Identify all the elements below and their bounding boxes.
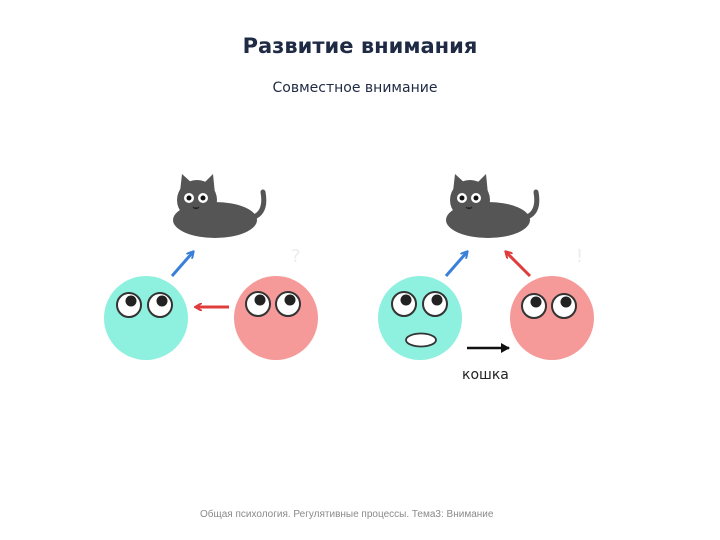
slide-footer: Общая психология. Регулятивные процессы.… [200, 509, 494, 520]
faint-mark: ! [576, 246, 583, 267]
pink-face [510, 276, 594, 360]
arrow-icon [506, 252, 532, 278]
word-label: кошка [462, 367, 509, 383]
arrow-icon [170, 252, 193, 277]
teal-face [104, 276, 188, 360]
arrow-icon [444, 252, 467, 277]
cat-icon [173, 174, 264, 238]
cat-icon [446, 174, 537, 238]
faint-mark: ? [291, 246, 301, 267]
teal-face [378, 276, 462, 360]
slide-subtitle: Совместное внимание [272, 80, 438, 96]
pink-face [234, 276, 318, 360]
slide-title: Развитие внимания [242, 34, 478, 58]
